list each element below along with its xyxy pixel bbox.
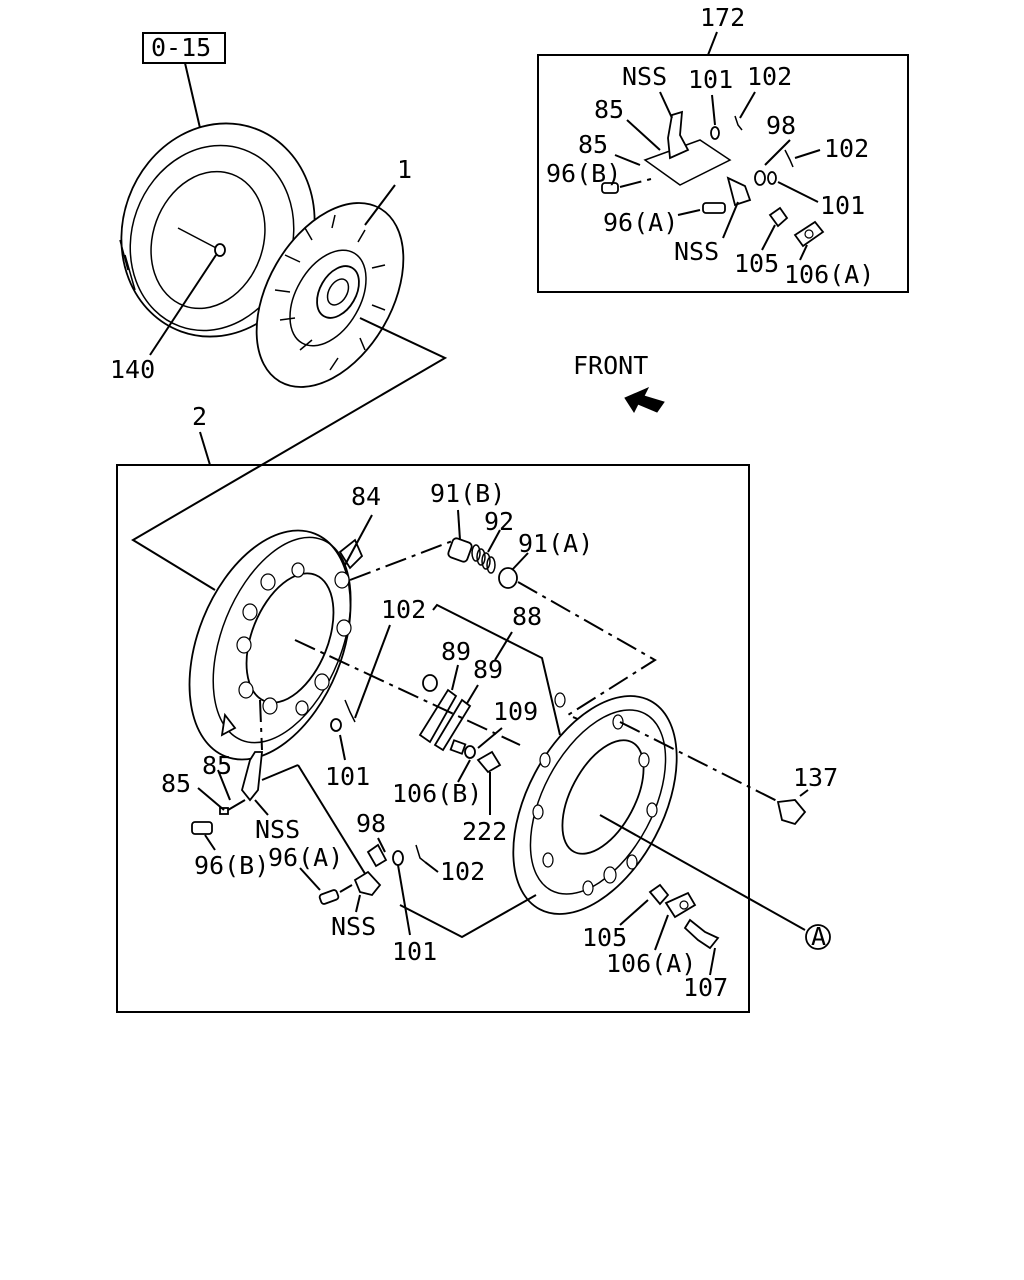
label-2: 2 — [192, 402, 207, 431]
label-106b: 106(B) — [392, 779, 482, 808]
clutch-cover — [188, 529, 364, 761]
clutch-disc — [255, 184, 405, 388]
label-172: 172 — [700, 3, 745, 32]
label-101-low: 101 — [392, 937, 437, 966]
pressure-plate-assembly-box: 2 84 — [116, 402, 838, 1013]
label-nss-mid: NSS — [255, 815, 300, 844]
inset-label-101-top: 101 — [688, 65, 733, 94]
inset-label-96b: 96(B) — [546, 159, 621, 188]
label-98: 98 — [356, 809, 386, 838]
front-indicator: FRONT — [573, 351, 665, 414]
label-nss-low: NSS — [331, 912, 376, 941]
inset-label-nss-top: NSS — [622, 62, 667, 91]
circle-ref-a: A — [811, 922, 826, 951]
reference-box: 0-15 — [142, 32, 226, 129]
label-96a: 96(A) — [268, 843, 343, 872]
label-85-b: 85 — [202, 751, 232, 780]
label-85-a: 85 — [161, 769, 191, 798]
label-109: 109 — [493, 697, 538, 726]
front-arrow-icon — [624, 386, 665, 414]
front-label: FRONT — [573, 351, 648, 380]
label-106a: 106(A) — [606, 949, 696, 978]
label-91a: 91(A) — [518, 529, 593, 558]
label-222: 222 — [462, 817, 507, 846]
inset-label-96a: 96(A) — [603, 208, 678, 237]
label-89-b: 89 — [473, 655, 503, 684]
inset-label-105: 105 — [734, 249, 779, 278]
inset-box-172: 172 NSS 101 102 85 98 85 — [537, 3, 909, 293]
label-89-a: 89 — [441, 637, 471, 666]
inset-label-102-right: 102 — [824, 134, 869, 163]
inset-label-98: 98 — [766, 111, 796, 140]
label-96b: 96(B) — [194, 851, 269, 880]
inset-label-nss-bottom: NSS — [674, 237, 719, 266]
label-102-mid: 102 — [381, 595, 426, 624]
inset-label-85-b: 85 — [578, 130, 608, 159]
label-91b: 91(B) — [430, 479, 505, 508]
inset-label-85-a: 85 — [594, 95, 624, 124]
inset-label-102-top: 102 — [747, 62, 792, 91]
pressure-plate — [512, 692, 806, 931]
label-105: 105 — [582, 923, 627, 952]
inset-label-101-right: 101 — [820, 191, 865, 220]
ref-box-label: 0-15 — [151, 33, 211, 62]
label-102-low: 102 — [440, 857, 485, 886]
label-1: 1 — [397, 155, 412, 184]
label-137: 137 — [793, 763, 838, 792]
label-92: 92 — [484, 507, 514, 536]
inset-label-106a: 106(A) — [784, 260, 874, 289]
label-88: 88 — [512, 602, 542, 631]
label-107: 107 — [683, 973, 728, 1002]
label-140: 140 — [110, 355, 155, 384]
label-84: 84 — [351, 482, 381, 511]
label-101-mid: 101 — [325, 762, 370, 791]
